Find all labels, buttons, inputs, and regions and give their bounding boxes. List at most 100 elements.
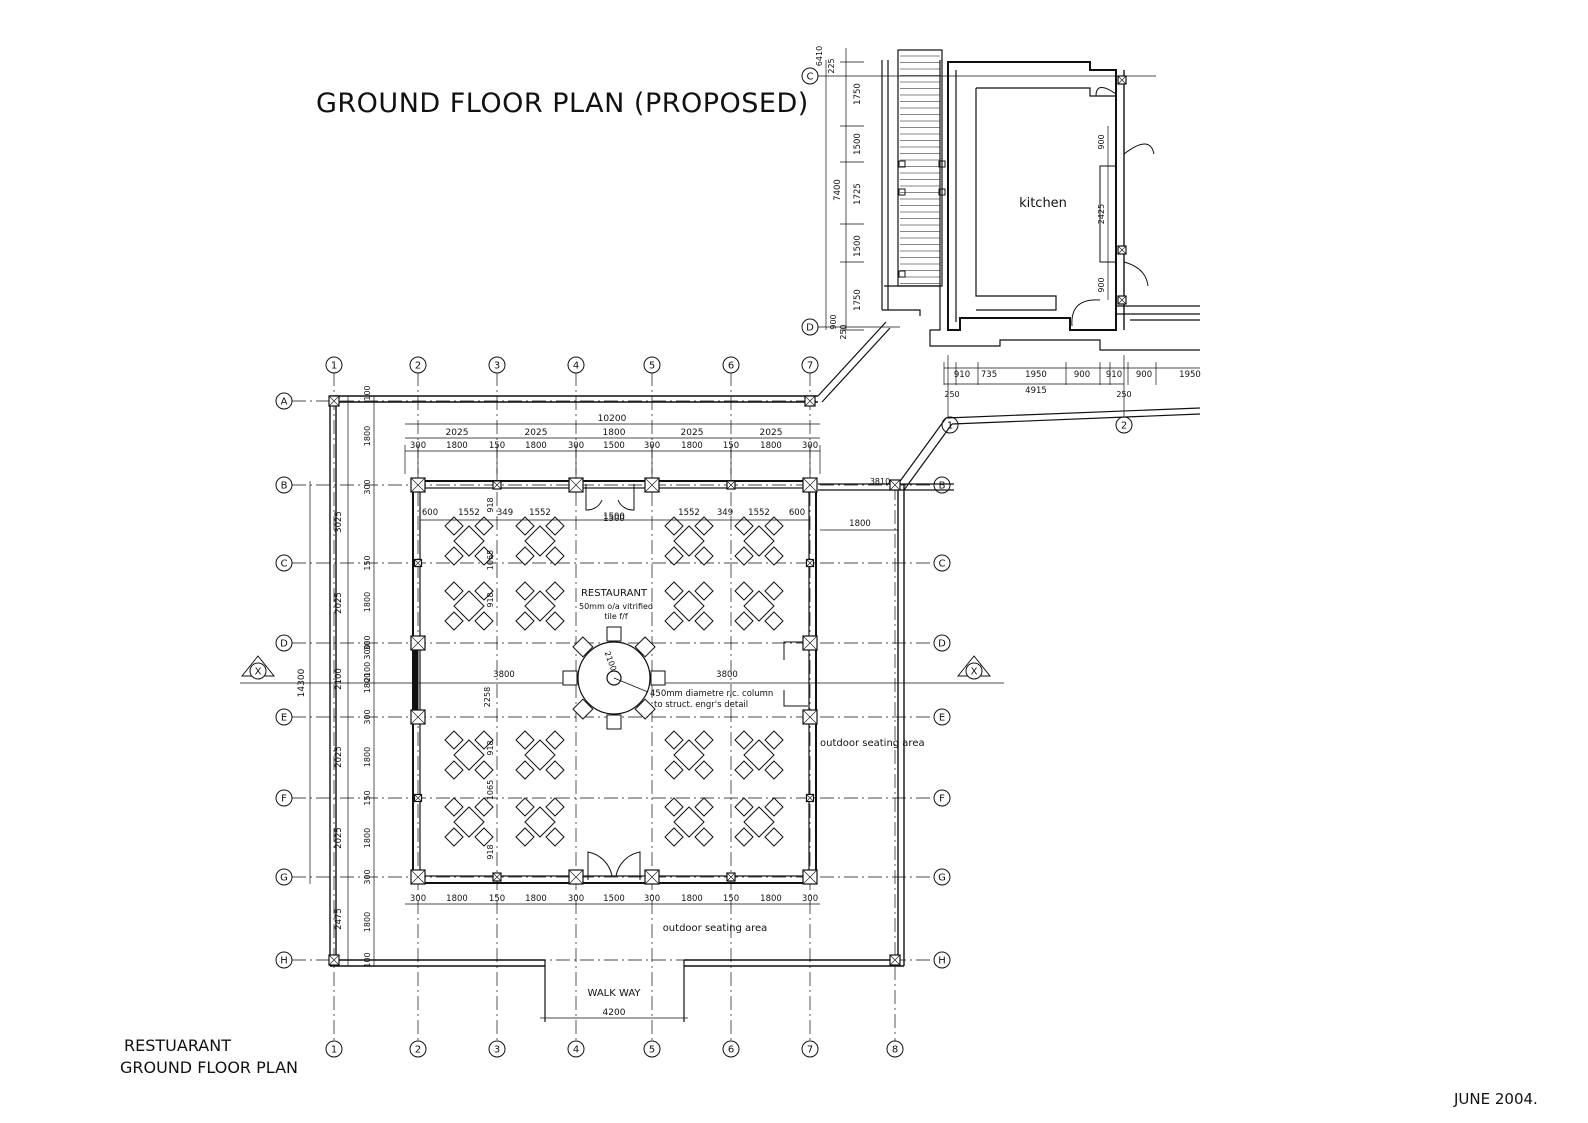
dimension-label: 900 <box>1097 277 1106 292</box>
grid-col-top-7-label: 7 <box>807 361 813 372</box>
chair <box>734 581 754 601</box>
grid-row-left-H-bubble <box>275 951 293 969</box>
kitchen-label: kitchen <box>1019 196 1067 211</box>
grid-col-top-5-label: 5 <box>649 361 655 372</box>
dimension-label: 225 <box>827 58 836 73</box>
grid-row-right-E-bubble <box>933 708 951 726</box>
chair <box>734 797 754 817</box>
outdoor-bottom-label: outdoor seating area <box>663 923 768 934</box>
dimension-label: 150 <box>363 555 372 570</box>
table-set <box>664 581 714 631</box>
column-note-1: 450mm diametre r.c. column <box>650 689 773 699</box>
table-set <box>734 516 784 566</box>
grid-col-bottom-5-bubble <box>643 1040 661 1058</box>
dimension-label: 1500 <box>603 894 625 904</box>
section-marker-left-bubble <box>249 662 267 680</box>
leader-line <box>613 677 649 693</box>
chair <box>545 581 565 601</box>
chair <box>764 827 784 847</box>
chair <box>664 581 684 601</box>
grid-col-top-2-label: 2 <box>415 361 421 372</box>
chair <box>515 516 535 536</box>
dimension-label: 300 <box>802 894 818 904</box>
round-chair <box>606 626 622 642</box>
chair <box>694 760 714 780</box>
dimension-label: 1500 <box>603 514 625 524</box>
chair <box>444 611 464 631</box>
staircase <box>898 55 946 284</box>
grid-row-right-G-bubble <box>933 868 951 886</box>
main-column-hatch <box>802 477 818 493</box>
dimension-label: 4200 <box>603 1008 626 1018</box>
dimension-label: 910 <box>954 370 970 380</box>
grid-col-top-2-bubble <box>409 356 427 374</box>
restaurant-label: RESTAURANT <box>581 588 648 599</box>
table-set <box>515 516 565 566</box>
small-column-hatch <box>806 794 814 802</box>
table <box>743 739 775 771</box>
dimension-label: 1552 <box>748 508 770 518</box>
grid-row-right-F-bubble <box>933 789 951 807</box>
grid-row-right-H-bubble <box>933 951 951 969</box>
dimension-label: 1800 <box>681 441 703 451</box>
grid-row-left-G-bubble <box>275 868 293 886</box>
dimension-label: 6410 <box>815 46 824 66</box>
dimension-label: 2025 <box>334 827 344 849</box>
table <box>453 590 485 622</box>
kitchen-column-hatch <box>1117 75 1127 85</box>
chair <box>694 581 714 601</box>
dimension-label: 910 <box>1106 370 1122 380</box>
grid-col-top-7-bubble <box>801 356 819 374</box>
dimension-label: 3810 <box>870 477 890 486</box>
dimension-label: 1800 <box>525 441 547 451</box>
table-set <box>734 730 784 780</box>
dimension-label: 1750 <box>853 289 863 311</box>
grid-col-top-1-label: 1 <box>331 361 337 372</box>
grid-col-bottom-8-label: 8 <box>892 1045 898 1056</box>
grid-col-bottom-6-bubble <box>722 1040 740 1058</box>
chair <box>515 611 535 631</box>
dimension-label: 10200 <box>598 414 627 424</box>
grid-col-bottom-4-bubble <box>567 1040 585 1058</box>
chair <box>664 546 684 566</box>
stair-post <box>938 160 946 168</box>
restaurant-finish-1: 50mm o/a vitrified <box>579 602 653 611</box>
chair <box>664 730 684 750</box>
grid-col-bottom-4-label: 4 <box>573 1045 579 1056</box>
dimension-label: 300 <box>363 709 372 724</box>
restaurant-finish-2: tile f/f <box>604 612 628 621</box>
dimension-label: 2025 <box>334 592 344 614</box>
small-column-hatch <box>414 559 422 567</box>
dimension-label: 300 <box>363 479 372 494</box>
chair <box>764 516 784 536</box>
grid-row-left-A-bubble <box>275 392 293 410</box>
chair <box>545 827 565 847</box>
dimension-label: 2025 <box>334 746 344 768</box>
grid-col-top-1-bubble <box>325 356 343 374</box>
chair <box>664 611 684 631</box>
table <box>743 525 775 557</box>
grid-col-bottom-2-bubble <box>409 1040 427 1058</box>
table-set <box>515 797 565 847</box>
dimension-label: 100 <box>363 385 372 400</box>
dimension-label: 2025 <box>525 428 548 438</box>
dimension-label: 1065 <box>486 780 495 800</box>
structural-columns <box>328 75 1127 966</box>
table <box>743 590 775 622</box>
grid-row-right-E-label: E <box>939 713 945 724</box>
dimension-label: 1500 <box>853 235 863 257</box>
dimension-label: 300 <box>410 894 426 904</box>
chair <box>474 516 494 536</box>
dimension-label: 1800 <box>760 894 782 904</box>
table <box>673 739 705 771</box>
kitchen-grid-row-C-label: C <box>807 72 814 83</box>
grid-col-bottom-1-label: 1 <box>331 1045 337 1056</box>
grid-row-right-D-label: D <box>938 639 946 650</box>
table <box>453 806 485 838</box>
dimension-label: 300 <box>644 894 660 904</box>
main-column-hatch <box>644 477 660 493</box>
chair <box>664 827 684 847</box>
chair <box>545 546 565 566</box>
